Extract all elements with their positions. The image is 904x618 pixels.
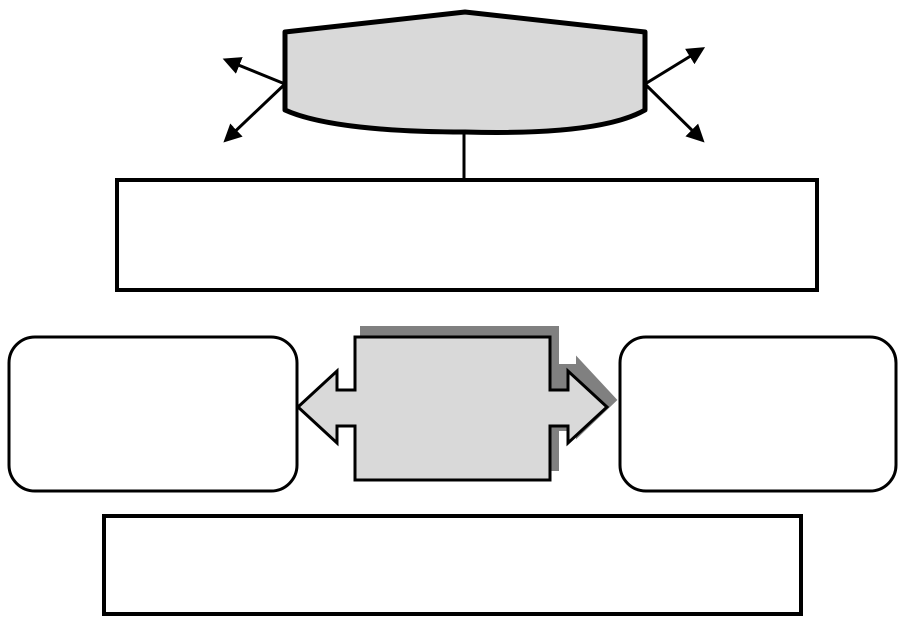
right-box: [618, 335, 898, 493]
bottom-box: [102, 514, 803, 616]
arrow-lower-left: [223, 82, 287, 143]
hub-arrows: [222, 47, 706, 143]
top-hub-shape: [282, 9, 648, 135]
arrow-upper-right: [644, 47, 706, 86]
left-box: [7, 335, 299, 493]
arrow-upper-left: [222, 57, 286, 86]
center-double-arrow: [295, 335, 610, 482]
top-box: [115, 178, 819, 292]
arrow-lower-right: [643, 82, 705, 143]
